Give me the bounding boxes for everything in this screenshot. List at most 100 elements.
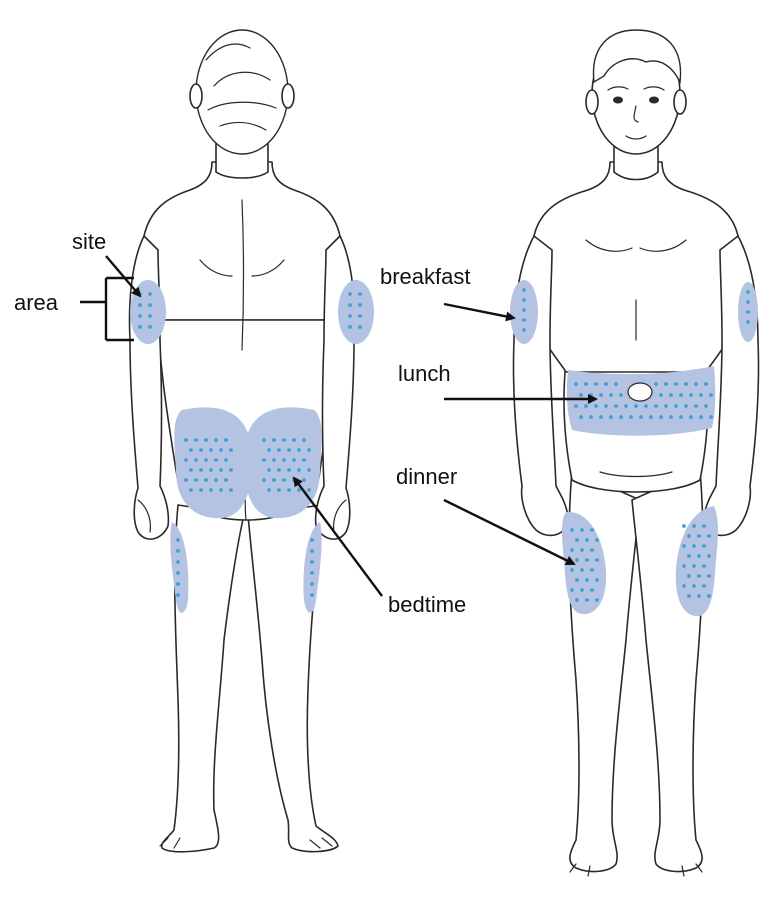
front-left-thigh-dot — [585, 538, 589, 542]
back-right-arm-dot — [358, 325, 362, 329]
back-left-buttock-dot — [214, 458, 218, 462]
back-left-thigh-dot — [176, 571, 180, 575]
abdomen-dot — [624, 404, 628, 408]
back-left-buttock-dot — [214, 438, 218, 442]
abdomen-dot — [584, 404, 588, 408]
front-right-thigh-dot — [702, 564, 706, 568]
back-left-buttock-dot — [214, 478, 218, 482]
back-right-buttock-dot — [277, 448, 281, 452]
back-head — [196, 30, 288, 154]
back-left-buttock-dot — [199, 468, 203, 472]
label-lunch: lunch — [398, 361, 451, 386]
front-right-thigh-dot — [702, 544, 706, 548]
front-left-thigh-dot — [595, 598, 599, 602]
back-left-buttock-dot — [184, 458, 188, 462]
back-right-arm-dot — [348, 314, 352, 318]
front-right-thigh-dot — [697, 554, 701, 558]
front-right-thigh-dot — [687, 574, 691, 578]
back-right-leg — [248, 505, 338, 852]
front-left-thigh-dot — [580, 568, 584, 572]
back-right-arm-dot — [348, 303, 352, 307]
abdomen-dot — [679, 393, 683, 397]
back-right-thigh-dot — [310, 593, 314, 597]
back-left-buttock-dot — [224, 478, 228, 482]
abdomen-dot — [579, 393, 583, 397]
front-left-thigh-dot — [580, 548, 584, 552]
back-left-buttock-dot — [209, 488, 213, 492]
back-left-ear — [190, 84, 202, 108]
abdomen-dot — [574, 382, 578, 386]
label-dinner: dinner — [396, 464, 457, 489]
abdomen-dot — [689, 415, 693, 419]
front-right-thigh-dot — [702, 524, 706, 528]
front-left-thigh-dot — [580, 528, 584, 532]
front-right-thigh-dot — [692, 584, 696, 588]
front-right-ear — [674, 90, 686, 114]
back-left-arm-dot — [138, 325, 142, 329]
front-view-figure — [510, 30, 759, 876]
front-left-thigh-dot — [575, 578, 579, 582]
front-toe-lines — [570, 864, 702, 876]
front-right-thigh-dot — [682, 564, 686, 568]
back-left-buttock-dot — [184, 478, 188, 482]
back-right-buttock-dot — [287, 488, 291, 492]
front-left-thigh-dot — [570, 548, 574, 552]
back-right-buttock-dot — [262, 438, 266, 442]
front-left-arm-dot — [522, 328, 526, 332]
abdomen-dot — [614, 404, 618, 408]
abdomen-dot — [659, 415, 663, 419]
front-left-thigh-dot — [590, 528, 594, 532]
back-right-thigh-dot — [310, 538, 314, 542]
front-left-ear — [586, 90, 598, 114]
back-right-buttock-dot — [307, 468, 311, 472]
front-left-thigh-dot — [590, 568, 594, 572]
abdomen-dot — [704, 404, 708, 408]
abdomen-dot — [674, 404, 678, 408]
back-left-thigh-dot — [176, 549, 180, 553]
abdomen-dot — [689, 393, 693, 397]
front-right-thigh-dot — [682, 584, 686, 588]
back-right-buttock-dot — [267, 468, 271, 472]
back-left-buttock-dot — [194, 438, 198, 442]
front-right-thigh-dot — [687, 534, 691, 538]
back-right-buttock-dot — [277, 488, 281, 492]
back-left-buttock-dot — [219, 448, 223, 452]
front-left-thigh-dot — [575, 598, 579, 602]
label-site: site — [72, 229, 106, 254]
front-left-thigh-dot — [590, 548, 594, 552]
abdomen-dot — [609, 415, 613, 419]
back-left-buttock-dot — [189, 448, 193, 452]
abdomen-dot — [709, 415, 713, 419]
back-right-arm-dot — [358, 292, 362, 296]
back-right-arm-dot — [348, 292, 352, 296]
back-right-buttock-dot — [262, 478, 266, 482]
back-right-buttock-dot — [262, 458, 266, 462]
front-right-thigh-dot — [692, 544, 696, 548]
back-right-thigh-dot — [310, 582, 314, 586]
back-right-thigh-dot — [310, 549, 314, 553]
abdomen-dot — [614, 382, 618, 386]
back-left-buttock-dot — [229, 468, 233, 472]
back-left-arm-dot — [148, 292, 152, 296]
front-left-thigh-dot — [595, 558, 599, 562]
back-left-buttock-dot — [209, 468, 213, 472]
front-right-thigh-dot — [707, 574, 711, 578]
back-left-buttock-dot — [189, 488, 193, 492]
back-right-buttock-dot — [297, 488, 301, 492]
front-left-thigh-dot — [570, 568, 574, 572]
abdomen-dot — [699, 393, 703, 397]
back-right-arm-dot — [348, 325, 352, 329]
abdomen-dot — [604, 404, 608, 408]
back-left-buttock-dot — [184, 438, 188, 442]
back-right-buttock-dot — [297, 448, 301, 452]
back-left-buttock-dot — [219, 468, 223, 472]
front-right-thigh-dot — [707, 554, 711, 558]
abdomen-dot — [694, 382, 698, 386]
back-right-buttock-dot — [297, 468, 301, 472]
back-view-figure — [130, 30, 374, 852]
back-right-buttock-dot — [287, 448, 291, 452]
front-left-arm-dot — [522, 298, 526, 302]
label-bedtime: bedtime — [388, 592, 466, 617]
abdomen-dot — [684, 382, 688, 386]
label-breakfast: breakfast — [380, 264, 471, 289]
